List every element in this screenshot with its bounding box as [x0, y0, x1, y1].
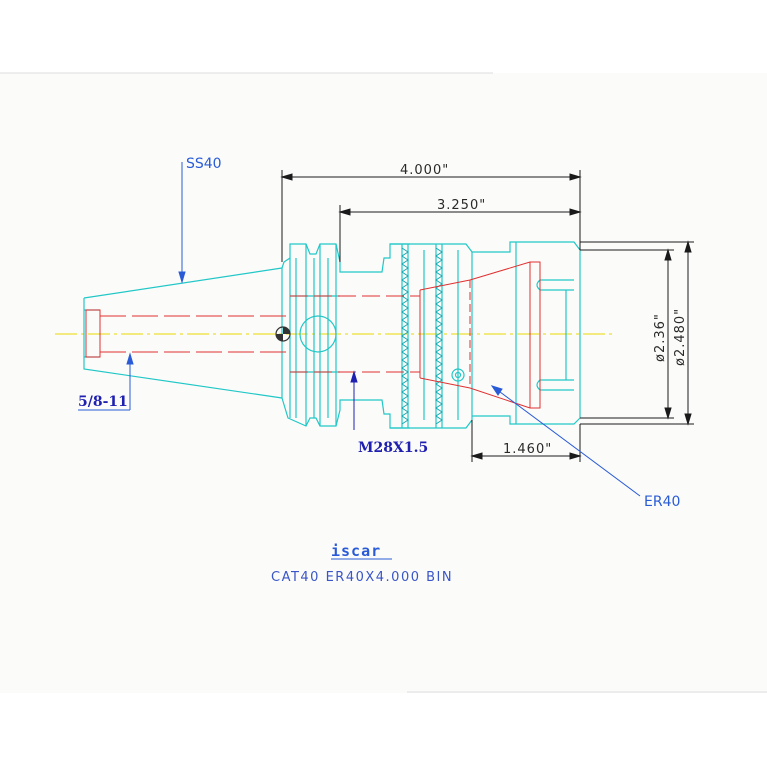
leader-collet	[490, 385, 641, 497]
diameter-large-label: ø2.480"	[673, 308, 688, 366]
leader-taper	[178, 162, 186, 284]
taper-label: SS40	[186, 156, 222, 172]
overall-length-label: 4.000"	[400, 163, 449, 178]
dimension-diameters	[580, 240, 694, 426]
dimension-nut-length	[470, 420, 582, 462]
dimension-gauge-length	[338, 205, 582, 262]
brand-logo: iscar	[331, 542, 381, 560]
dimension-overall-length	[280, 170, 582, 262]
collet-label: ER40	[644, 494, 680, 510]
leader-clamp-thread	[350, 370, 358, 430]
nut-length-label: 1.460"	[503, 442, 552, 457]
gauge-length-label: 3.250"	[437, 198, 486, 213]
reference-point-marker	[275, 326, 291, 342]
sheet-background	[0, 73, 767, 693]
pullstud-thread-label: 5/8-11	[78, 394, 128, 410]
clamp-thread-label: M28X1.5	[358, 440, 428, 456]
diameter-small-label: ø2.36"	[653, 313, 668, 362]
grip-ring-knurl	[401, 247, 443, 425]
leader-pullstud-thread	[78, 352, 134, 411]
drawing-caption: CAT40 ER40X4.000 BIN	[271, 570, 453, 585]
hidden-bore-lines	[85, 261, 541, 409]
collet-nut	[472, 241, 581, 425]
